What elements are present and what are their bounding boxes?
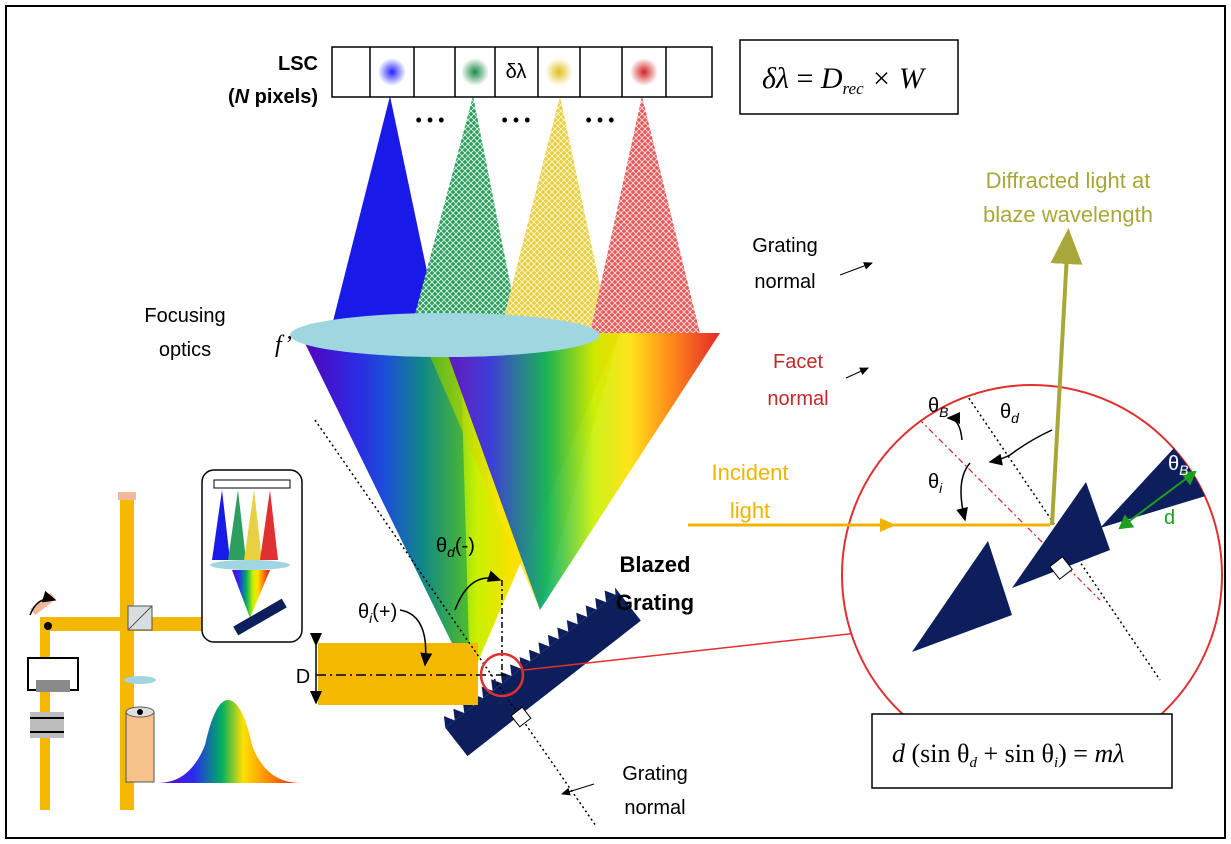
schematic-filter — [30, 712, 64, 738]
grating-equation-box — [871, 713, 1173, 789]
schematic-spectrum-curve — [158, 700, 300, 783]
green-spot — [461, 58, 489, 86]
zoom-right-angle — [1049, 556, 1073, 580]
dots-3: • • • — [586, 110, 615, 130]
facet-normal-label-2: normal — [767, 388, 828, 410]
schematic-top-grating — [118, 492, 136, 500]
focused-cones — [330, 96, 700, 333]
grating-equation: d (sin θd + sin θi) = mλ — [892, 739, 1124, 771]
grating-normal-top-label-2: normal — [754, 271, 815, 293]
theta-d-main-label: θd(-) — [436, 535, 475, 560]
zoom-theta-i-arc — [956, 462, 971, 522]
resolution-equation-box — [739, 39, 959, 115]
zoom-theta-b-arc — [946, 412, 963, 441]
focusing-optics-label-1: Focusing — [144, 305, 225, 327]
focal-length-label: f’ — [275, 332, 292, 358]
right-angle-mark — [510, 706, 532, 728]
incident-label-1: Incident — [711, 460, 788, 485]
diffracted-label-2: blaze wavelength — [983, 202, 1153, 227]
dots-2: • • • — [502, 110, 531, 130]
diffracted-label-1: Diffracted light at — [986, 168, 1151, 193]
zoom-incident-arrowhead — [880, 518, 896, 532]
zoomed-facet-view: d θd θi θB θB — [688, 228, 1223, 766]
zoom-theta-i-label: θi — [928, 471, 943, 496]
resolution-equation: δλ = Drec × W — [762, 62, 927, 98]
facet-1 — [912, 541, 1012, 652]
focusing-optics-label-2: optics — [159, 339, 211, 361]
lsc-pixels-label: (N pixels) — [228, 86, 318, 108]
grating-normal-label-1: Grating — [622, 763, 688, 785]
zoom-theta-d-label: θd — [1000, 401, 1020, 426]
beam-diameter-label: D — [296, 666, 310, 688]
incident-label-2: light — [730, 498, 770, 523]
diffracted-ray — [1050, 228, 1083, 526]
lsc-label: LSC — [278, 53, 318, 75]
schematic-rotating-grating — [30, 592, 56, 616]
theta-i-main-label: θi(+) — [358, 601, 397, 626]
spectrometer-schematic — [27, 469, 303, 810]
facet-2 — [1012, 482, 1110, 588]
schematic-inset-detector — [213, 479, 291, 489]
facet-normal-line — [842, 385, 1101, 601]
theta-i-arrow — [399, 609, 433, 667]
facet-normal-label-1: Facet — [773, 351, 823, 373]
zoom-theta-d-arc — [988, 429, 1053, 466]
green-cone — [410, 96, 520, 333]
grating-normal-top-label-1: Grating — [752, 235, 818, 257]
yellow-cone — [500, 96, 610, 333]
detector-array: δλ — [331, 46, 713, 98]
blazed-grating-label-2: Grating — [616, 590, 694, 615]
zoom-source-circle — [479, 652, 525, 698]
groove-spacing-arrow — [1118, 470, 1197, 530]
grating-normal-line — [314, 419, 597, 827]
dispersed-spectrum-fan — [300, 333, 720, 680]
figure-frame — [5, 5, 1226, 839]
theta-d-arrow — [454, 570, 502, 611]
groove-spacing-label: d — [1164, 507, 1175, 529]
focusing-lens — [290, 313, 600, 357]
red-cone — [590, 96, 700, 333]
zoom-theta-b-label: θB — [928, 395, 948, 420]
blazed-grating — [443, 587, 641, 757]
facet-normal-pointer — [845, 367, 869, 379]
schematic-source — [125, 711, 155, 783]
schematic-pivot — [44, 622, 52, 630]
incident-beam — [318, 643, 478, 705]
dots-1: • • • — [416, 110, 445, 130]
grating-normal-pointer — [561, 783, 595, 796]
grating-normal-label-2: normal — [624, 797, 685, 819]
red-spot — [630, 58, 658, 86]
blue-cone — [330, 96, 440, 333]
schematic-rotation-arrow — [29, 590, 57, 616]
zoom-pointer-arrow — [523, 625, 887, 671]
blazed-grating-label-1: Blazed — [620, 552, 691, 577]
delta-lambda-pixel-label: δλ — [506, 61, 527, 83]
schematic-camera-base — [36, 680, 70, 692]
grating-normal-top-pointer — [839, 262, 873, 276]
blue-spot — [378, 58, 406, 86]
facet-blaze-angle-label: θB — [1168, 453, 1188, 478]
schematic-lens — [124, 676, 156, 684]
yellow-spot — [545, 58, 573, 86]
